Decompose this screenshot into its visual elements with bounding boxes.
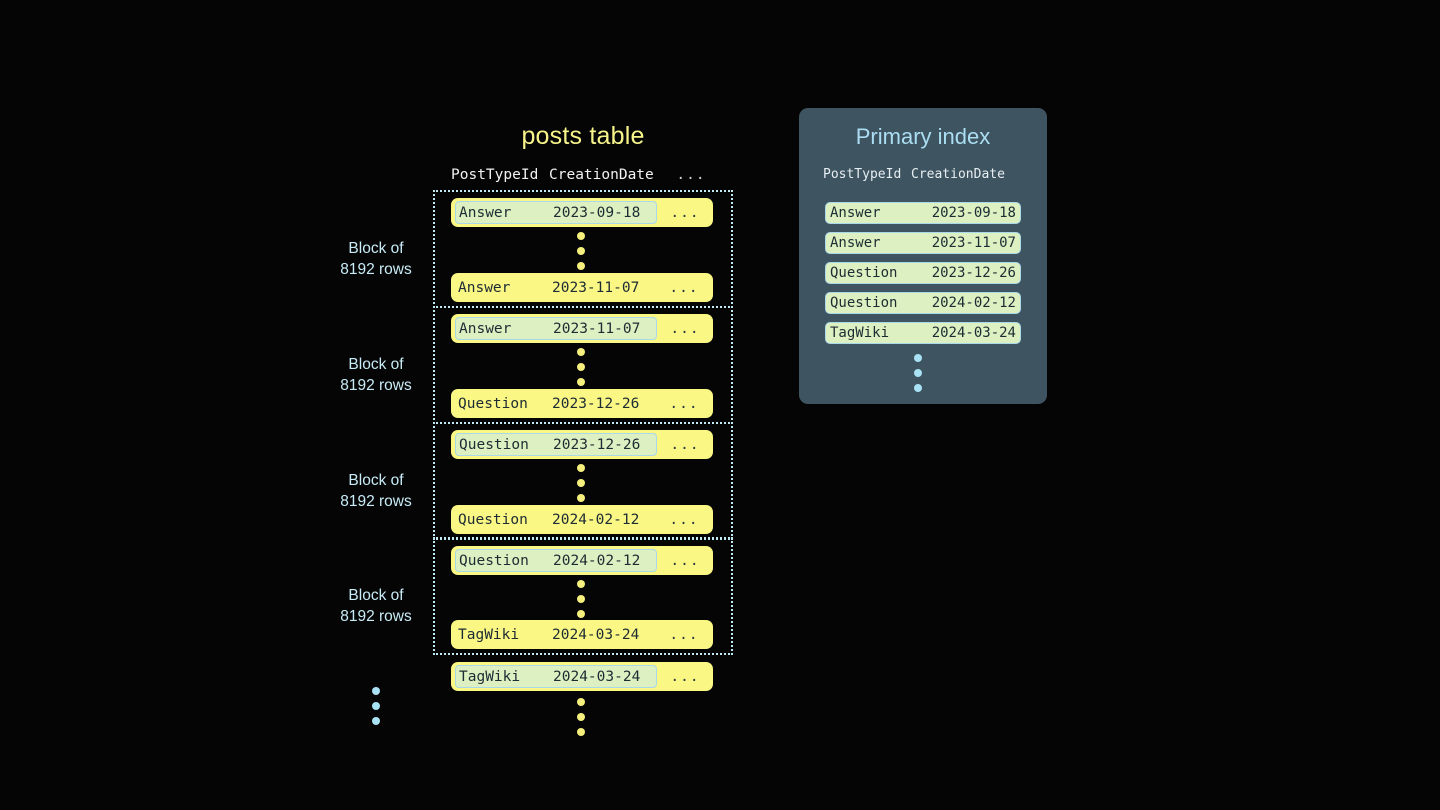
block-continuation-dots xyxy=(372,687,380,725)
cell-posttypeid: TagWiki xyxy=(459,668,521,685)
table-row[interactable]: Answer 2023-11-07 ... xyxy=(451,273,713,302)
block-3-label: Block of 8192 rows xyxy=(340,472,412,510)
index-cell-posttypeid: TagWiki xyxy=(830,325,890,341)
primary-index-title: Primary index xyxy=(855,124,991,149)
index-row[interactable]: Question 2024-02-12 xyxy=(825,292,1021,314)
table-continuation-dots xyxy=(577,698,585,736)
cell-more: ... xyxy=(670,552,700,569)
cell-more: ... xyxy=(669,626,699,643)
cell-posttypeid: Question xyxy=(458,511,528,528)
table-row[interactable]: Question 2023-12-26 ... xyxy=(451,389,713,418)
row-cells: Question 2023-12-26 xyxy=(455,392,655,415)
index-cell-creationdate: 2023-09-18 xyxy=(931,205,1016,221)
cell-posttypeid: Question xyxy=(459,552,529,569)
cell-creationdate: 2023-09-18 xyxy=(553,204,641,221)
index-column-header-creationdate: CreationDate xyxy=(911,167,1005,182)
table-row[interactable]: Answer 2023-09-18 ... xyxy=(451,198,713,227)
row-ellipsis-dots xyxy=(577,348,585,386)
table-row[interactable]: Answer 2023-11-07 ... xyxy=(451,314,713,343)
table-row[interactable]: Question 2023-12-26 ... xyxy=(451,430,713,459)
cell-posttypeid: Question xyxy=(459,436,529,453)
block-4 xyxy=(433,537,733,655)
row-ellipsis-dots xyxy=(577,232,585,270)
block-3 xyxy=(433,422,733,540)
cell-creationdate: 2024-03-24 xyxy=(553,668,641,685)
row-ellipsis-dots xyxy=(577,464,585,502)
row-cells: Question 2024-02-12 xyxy=(455,508,655,531)
cell-more: ... xyxy=(670,668,700,685)
cell-posttypeid: Answer xyxy=(459,204,512,221)
index-continuation-dots xyxy=(914,354,922,392)
row-highlight-chip: Question 2023-12-26 xyxy=(455,433,657,456)
cell-posttypeid: Answer xyxy=(459,320,512,337)
row-cells: Answer 2023-11-07 xyxy=(455,276,655,299)
cell-creationdate: 2024-02-12 xyxy=(553,552,641,569)
posts-table-title: posts table xyxy=(521,122,645,150)
index-cell-creationdate: 2023-11-07 xyxy=(931,235,1016,251)
cell-more: ... xyxy=(670,320,700,337)
posts-table-column-headers: PostTypeId CreationDate ... xyxy=(451,165,713,185)
index-cell-posttypeid: Question xyxy=(830,295,898,311)
row-highlight-chip: Question 2024-02-12 xyxy=(455,549,657,572)
index-row[interactable]: TagWiki 2024-03-24 xyxy=(825,322,1021,344)
row-highlight-chip: Answer 2023-09-18 xyxy=(455,201,657,224)
index-cell-creationdate: 2024-03-24 xyxy=(931,325,1016,341)
cell-more: ... xyxy=(669,511,699,528)
cell-creationdate: 2023-12-26 xyxy=(552,395,640,412)
block-4-label: Block of 8192 rows xyxy=(340,587,412,625)
column-header-posttypeid: PostTypeId xyxy=(451,167,539,183)
cell-creationdate: 2023-11-07 xyxy=(553,320,641,337)
primary-index-rows: Answer 2023-09-18 Answer 2023-11-07 Ques… xyxy=(825,202,1021,352)
column-header-creationdate: CreationDate xyxy=(549,167,654,183)
table-row[interactable]: TagWiki 2024-03-24 ... xyxy=(451,620,713,649)
cell-more: ... xyxy=(669,395,699,412)
index-row[interactable]: Answer 2023-11-07 xyxy=(825,232,1021,254)
cell-creationdate: 2023-11-07 xyxy=(552,279,640,296)
table-row-trailing[interactable]: TagWiki 2024-03-24 ... xyxy=(451,662,713,691)
index-cell-creationdate: 2023-12-26 xyxy=(931,265,1016,281)
index-row[interactable]: Question 2023-12-26 xyxy=(825,262,1021,284)
cell-more: ... xyxy=(669,279,699,296)
cell-posttypeid: TagWiki xyxy=(458,626,520,643)
index-cell-posttypeid: Answer xyxy=(830,205,881,221)
cell-posttypeid: Question xyxy=(458,395,528,412)
primary-index-column-headers: PostTypeId CreationDate xyxy=(823,167,1023,182)
row-highlight-chip: Answer 2023-11-07 xyxy=(455,317,657,340)
table-row[interactable]: Question 2024-02-12 ... xyxy=(451,546,713,575)
cell-more: ... xyxy=(670,436,700,453)
row-highlight-chip: TagWiki 2024-03-24 xyxy=(455,665,657,688)
index-row[interactable]: Answer 2023-09-18 xyxy=(825,202,1021,224)
index-cell-posttypeid: Answer xyxy=(830,235,881,251)
block-1-label: Block of 8192 rows xyxy=(340,240,412,278)
table-row[interactable]: Question 2024-02-12 ... xyxy=(451,505,713,534)
cell-posttypeid: Answer xyxy=(458,279,511,296)
cell-creationdate: 2024-03-24 xyxy=(552,626,640,643)
row-cells: TagWiki 2024-03-24 xyxy=(455,623,655,646)
cell-more: ... xyxy=(670,204,700,221)
row-ellipsis-dots xyxy=(577,580,585,618)
index-cell-posttypeid: Question xyxy=(830,265,898,281)
block-2-label: Block of 8192 rows xyxy=(340,356,412,394)
index-cell-creationdate: 2024-02-12 xyxy=(931,295,1016,311)
index-column-header-posttypeid: PostTypeId xyxy=(823,167,902,182)
cell-creationdate: 2023-12-26 xyxy=(553,436,641,453)
primary-index-panel: Primary index PostTypeId CreationDate An… xyxy=(799,108,1047,404)
column-header-more: ... xyxy=(676,167,706,183)
cell-creationdate: 2024-02-12 xyxy=(552,511,640,528)
